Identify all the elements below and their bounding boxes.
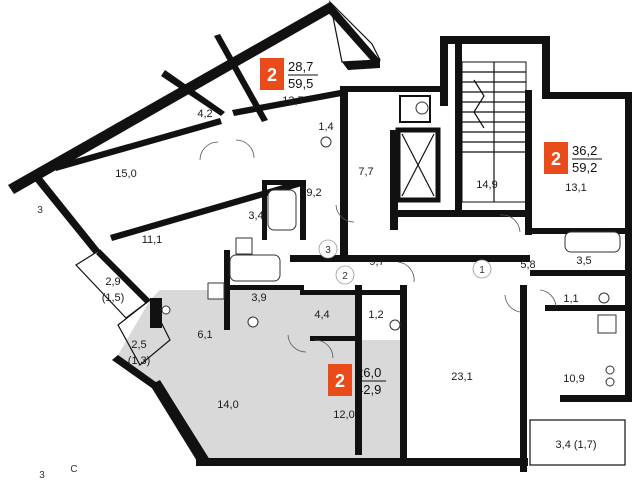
badge-3-living: 26,0	[356, 365, 381, 380]
room-2-5: 2,5	[131, 339, 146, 351]
room-1-4: 1,4	[318, 121, 333, 133]
room-23-1: 23,1	[451, 371, 472, 383]
room-7-7: 7,7	[358, 166, 373, 178]
badge-1-total: 59,5	[288, 76, 313, 91]
room-10-9: 10,9	[563, 373, 584, 385]
badge-2-rooms: 2	[551, 149, 561, 169]
room-14-0: 14,0	[217, 399, 238, 411]
elevator-cross	[401, 133, 435, 197]
room-1-1: 1,1	[563, 293, 578, 305]
outer-walls	[8, 2, 632, 472]
apartment-markers: 3 2 1	[318, 239, 492, 285]
room-14-9: 14,9	[476, 179, 497, 191]
badge-1-living: 28,7	[288, 59, 313, 74]
room-4-4: 4,4	[314, 309, 329, 321]
bathroom-fixtures	[161, 101, 621, 387]
room-9-7: 9,7	[369, 256, 384, 268]
compass-south: 3	[37, 205, 43, 216]
elevator-shaft	[395, 127, 441, 203]
badge-3-rooms: 2	[335, 371, 345, 391]
apartment-number-3: 3	[325, 245, 331, 256]
room-9-2: 9,2	[306, 187, 321, 199]
highlighted-apartment	[118, 290, 400, 460]
room-12-0: 12,0	[333, 409, 354, 421]
balconies	[75, 0, 626, 466]
staircase	[461, 61, 527, 203]
doors	[199, 139, 557, 359]
badge-1-rooms: 2	[267, 65, 277, 85]
room-15-0: 15,0	[115, 168, 136, 180]
room-1-2: 1,2	[368, 309, 383, 321]
room-5-8: 5,8	[520, 259, 535, 271]
room-3-4: 3,4	[248, 210, 263, 222]
badge-2: 2 36,2 59,2	[544, 142, 602, 175]
room-13-1: 13,1	[565, 182, 586, 194]
room-4-2: 4,2	[197, 108, 212, 120]
room-2-5-half: (1,3)	[128, 355, 151, 367]
badge-1: 2 28,7 59,5	[260, 58, 318, 91]
room-3-4-balcony: 3,4 (1,7)	[556, 439, 597, 451]
room-3-5: 3,5	[576, 255, 591, 267]
room-labels: 15,0 4,2 13,7 1,4 9,2 7,7 14,9 13,1 11,1…	[102, 95, 597, 451]
room-13-7: 13,7	[282, 95, 303, 107]
compass-south-bottom: 3	[39, 470, 45, 480]
apartment-number-1: 1	[479, 265, 485, 276]
badge-3: 2 26,0 42,9	[328, 364, 386, 397]
room-2-9-half: (1,5)	[102, 292, 125, 304]
shaft	[399, 95, 431, 123]
room-6-1: 6,1	[197, 329, 212, 341]
room-3-9: 3,9	[251, 292, 266, 304]
compass-west: С	[70, 464, 77, 475]
interior-walls	[54, 44, 627, 460]
apartment-number-2: 2	[342, 271, 348, 282]
room-11-1: 11,1	[142, 234, 163, 246]
badge-3-total: 42,9	[356, 382, 381, 397]
room-2-9: 2,9	[105, 276, 120, 288]
badge-2-total: 59,2	[572, 160, 597, 175]
compass: 3 3 С	[37, 205, 77, 480]
badge-2-living: 36,2	[572, 143, 597, 158]
